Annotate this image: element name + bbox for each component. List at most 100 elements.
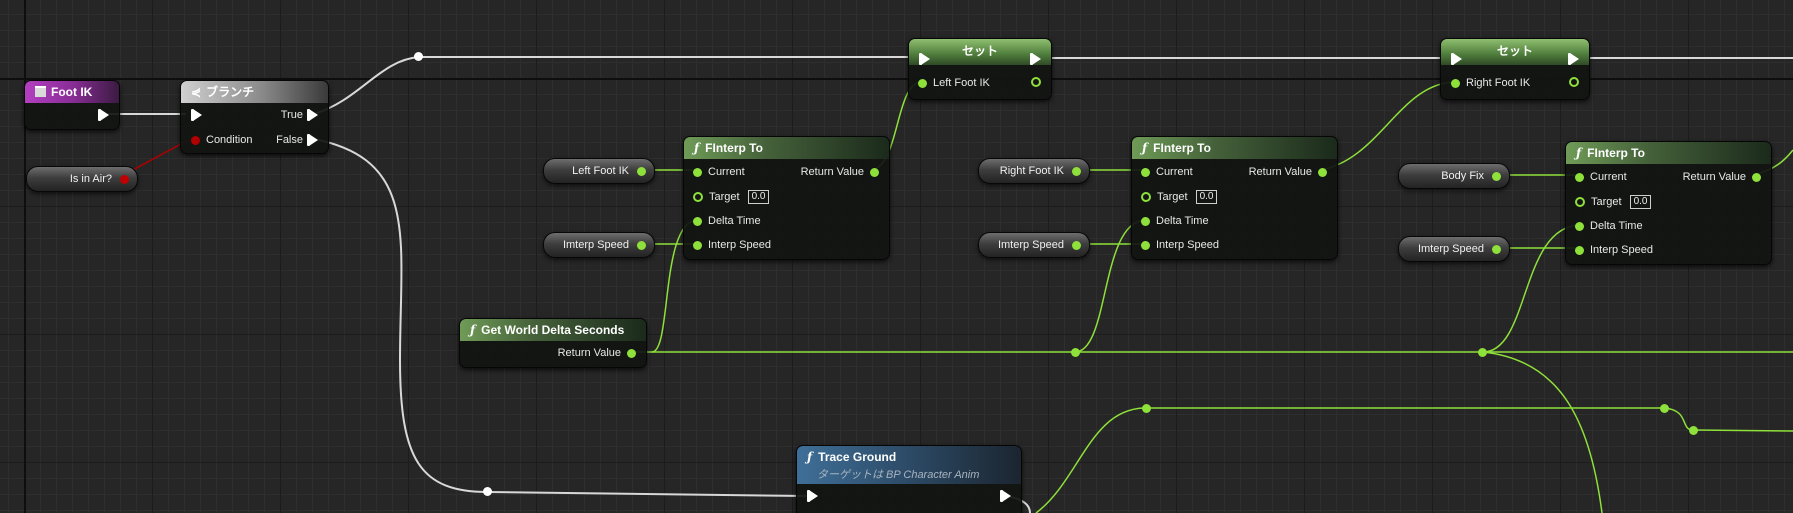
pin-label: Return Value xyxy=(800,166,864,178)
node-subtitle: ターゲットは BP Character Anim xyxy=(817,469,980,481)
foot-ik-event-node[interactable]: Foot IK xyxy=(24,80,120,130)
current-pin[interactable]: Current xyxy=(1141,166,1199,178)
exec-in-pin[interactable] xyxy=(807,490,818,502)
exec-pin-icon xyxy=(98,109,109,121)
float-reroute-knot[interactable] xyxy=(1660,404,1669,413)
exec-reroute-knot[interactable] xyxy=(414,52,423,61)
float-reroute-knot[interactable] xyxy=(1478,348,1487,357)
trace-ground-node[interactable]: ƒ Trace Ground ターゲットは BP Character Anim xyxy=(796,445,1022,513)
function-icon: ƒ xyxy=(1576,146,1582,160)
float-reroute-knot[interactable] xyxy=(1689,426,1698,435)
variable-label: Body Fix xyxy=(1441,170,1484,182)
graph-origin-axis-horizontal xyxy=(0,78,1793,80)
exec-in-pin[interactable] xyxy=(1451,53,1462,65)
return-value-pin[interactable]: Return Value xyxy=(552,347,636,359)
node-title: Get World Delta Seconds xyxy=(481,323,625,337)
float-pin-icon[interactable] xyxy=(637,240,646,250)
interp-speed-variable-node[interactable]: Imterp Speed xyxy=(978,232,1090,258)
output-pin[interactable] xyxy=(1569,77,1579,87)
node-header: セット xyxy=(1441,39,1589,65)
bool-pin-icon xyxy=(191,135,200,145)
pin-label: Condition xyxy=(206,134,253,146)
float-pin-icon[interactable] xyxy=(1492,171,1501,181)
float-pin-icon xyxy=(693,216,702,226)
pin-label: Target xyxy=(709,191,740,203)
left-foot-ik-variable-node[interactable]: Left Foot IK xyxy=(543,158,655,184)
set-left-foot-ik-node[interactable]: セット Left Foot IK xyxy=(908,38,1052,100)
delta-time-pin[interactable]: Delta Time xyxy=(1141,215,1215,227)
exec-reroute-knot[interactable] xyxy=(483,487,492,496)
bool-pin-icon[interactable] xyxy=(120,174,129,184)
node-title: セット xyxy=(1496,44,1533,58)
float-pin-icon[interactable] xyxy=(1072,240,1081,250)
pin-label: Return Value xyxy=(1682,171,1746,183)
right-foot-ik-variable-node[interactable]: Right Foot IK xyxy=(978,158,1090,184)
target-value-input[interactable]: 0.0 xyxy=(1629,195,1652,209)
float-pin-icon xyxy=(918,78,927,88)
false-pin[interactable]: False xyxy=(270,134,318,146)
node-header: ƒ Trace Ground ターゲットは BP Character Anim xyxy=(797,446,1021,484)
float-reroute-knot[interactable] xyxy=(1071,348,1080,357)
interp-speed-variable-node[interactable]: Imterp Speed xyxy=(543,232,655,258)
graph-origin-axis-vertical xyxy=(24,0,26,513)
current-pin[interactable]: Current xyxy=(1575,171,1633,183)
target-value-input[interactable]: 0.0 xyxy=(747,190,770,204)
target-pin[interactable]: Target 0.0 xyxy=(1141,190,1218,204)
interp-speed-variable-node[interactable]: Imterp Speed xyxy=(1398,236,1510,262)
float-pin-icon[interactable] xyxy=(637,166,646,176)
event-icon xyxy=(35,86,46,97)
right-foot-ik-input-pin[interactable]: Right Foot IK xyxy=(1451,77,1536,89)
interp-speed-pin[interactable]: Interp Speed xyxy=(1141,239,1225,251)
float-pin-icon[interactable] xyxy=(1492,244,1501,254)
exec-out-pin[interactable] xyxy=(98,109,109,121)
body-fix-variable-node[interactable]: Body Fix xyxy=(1398,163,1510,189)
float-wire xyxy=(1482,351,1603,513)
exec-out-pin[interactable] xyxy=(1568,53,1579,65)
exec-out-pin[interactable] xyxy=(1030,53,1041,65)
output-pin[interactable] xyxy=(1031,77,1041,87)
pin-label: Target xyxy=(1157,191,1188,203)
target-value-input[interactable]: 0.0 xyxy=(1195,190,1218,204)
float-pin-icon xyxy=(693,167,702,177)
float-pin-icon[interactable] xyxy=(1072,166,1081,176)
return-value-pin[interactable]: Return Value xyxy=(1243,166,1327,178)
node-title: ブランチ xyxy=(206,85,255,99)
condition-pin[interactable]: Condition xyxy=(191,134,258,146)
exec-wire xyxy=(313,56,420,115)
return-value-pin[interactable]: Return Value xyxy=(795,166,879,178)
branch-node[interactable]: ⋞ブランチ Condition True False xyxy=(180,80,329,154)
delta-time-pin[interactable]: Delta Time xyxy=(1575,220,1649,232)
return-value-pin[interactable]: Return Value xyxy=(1677,171,1761,183)
is-in-air-variable-node[interactable]: Is in Air? xyxy=(26,166,138,192)
interp-speed-pin[interactable]: Interp Speed xyxy=(1575,244,1659,256)
exec-pin-icon xyxy=(1030,53,1041,65)
float-reroute-knot[interactable] xyxy=(1142,404,1151,413)
exec-in-pin[interactable] xyxy=(191,109,202,121)
float-wire xyxy=(1319,81,1457,171)
current-pin[interactable]: Current xyxy=(693,166,751,178)
exec-out-pin[interactable] xyxy=(1000,490,1011,502)
function-icon: ƒ xyxy=(807,450,813,464)
exec-in-pin[interactable] xyxy=(919,53,930,65)
float-wire xyxy=(1035,407,1147,513)
pin-label: Interp Speed xyxy=(1590,244,1653,256)
node-header: Foot IK xyxy=(25,81,119,103)
true-pin[interactable]: True xyxy=(275,109,318,121)
float-pin-icon xyxy=(1575,245,1584,255)
function-icon: ƒ xyxy=(694,141,700,155)
pin-label: Current xyxy=(708,166,745,178)
delta-time-pin[interactable]: Delta Time xyxy=(693,215,767,227)
left-foot-ik-input-pin[interactable]: Left Foot IK xyxy=(918,77,996,89)
variable-label: Imterp Speed xyxy=(1417,243,1484,255)
set-right-foot-ik-node[interactable]: セット Right Foot IK xyxy=(1440,38,1590,100)
target-pin[interactable]: Target 0.0 xyxy=(693,190,770,204)
node-title: Trace Ground xyxy=(818,450,897,464)
interp-speed-pin[interactable]: Interp Speed xyxy=(693,239,777,251)
pin-label: False xyxy=(276,134,303,146)
